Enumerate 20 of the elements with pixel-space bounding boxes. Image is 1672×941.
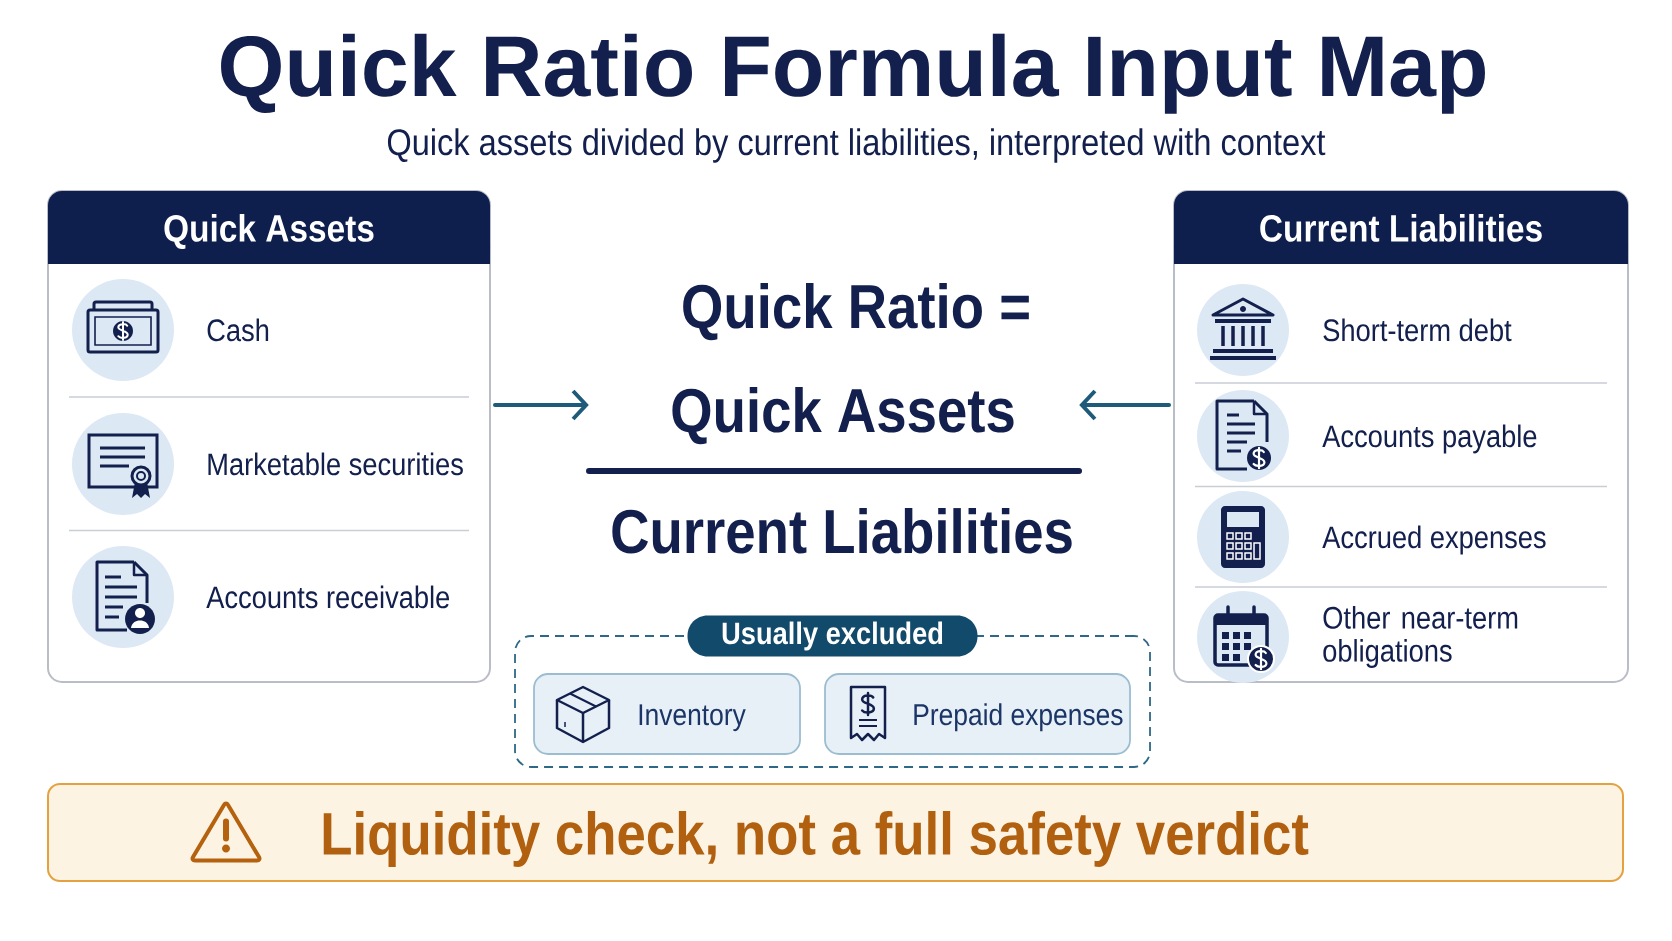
arrow bbox=[1079, 389, 1171, 421]
warning-banner: Liquidity check, not a full safety verdict bbox=[47, 783, 1624, 882]
heading-pill: Usually excluded bbox=[687, 615, 978, 657]
arrow bbox=[493, 389, 589, 421]
item-label: Accrued expenses bbox=[1322, 525, 1546, 555]
item-box: Prepaid expenses bbox=[824, 673, 1131, 755]
item-label: Cash bbox=[207, 318, 269, 342]
formula-text: Quick Ratio = bbox=[683, 283, 1029, 341]
title: Quick Ratio Formula Input Map bbox=[221, 33, 1485, 114]
item-label: Marketable securities bbox=[208, 452, 463, 476]
item-label: Accounts receivable bbox=[206, 585, 450, 609]
subtitle: Quick assets divided by current liabilities, interpreted with context bbox=[387, 128, 1326, 163]
item-label: Other near-term obligations bbox=[1323, 606, 1518, 668]
item-label: Accounts payable bbox=[1322, 424, 1537, 454]
item-label: Short-term debt bbox=[1323, 318, 1512, 342]
item-box: Inventory bbox=[533, 673, 801, 755]
header-band: Quick Assets bbox=[48, 191, 490, 264]
formula-text: Current Liabilities bbox=[612, 508, 1072, 554]
formula-text: Quick Assets bbox=[672, 387, 1014, 445]
header-band: Current Liabilities bbox=[1174, 191, 1628, 264]
